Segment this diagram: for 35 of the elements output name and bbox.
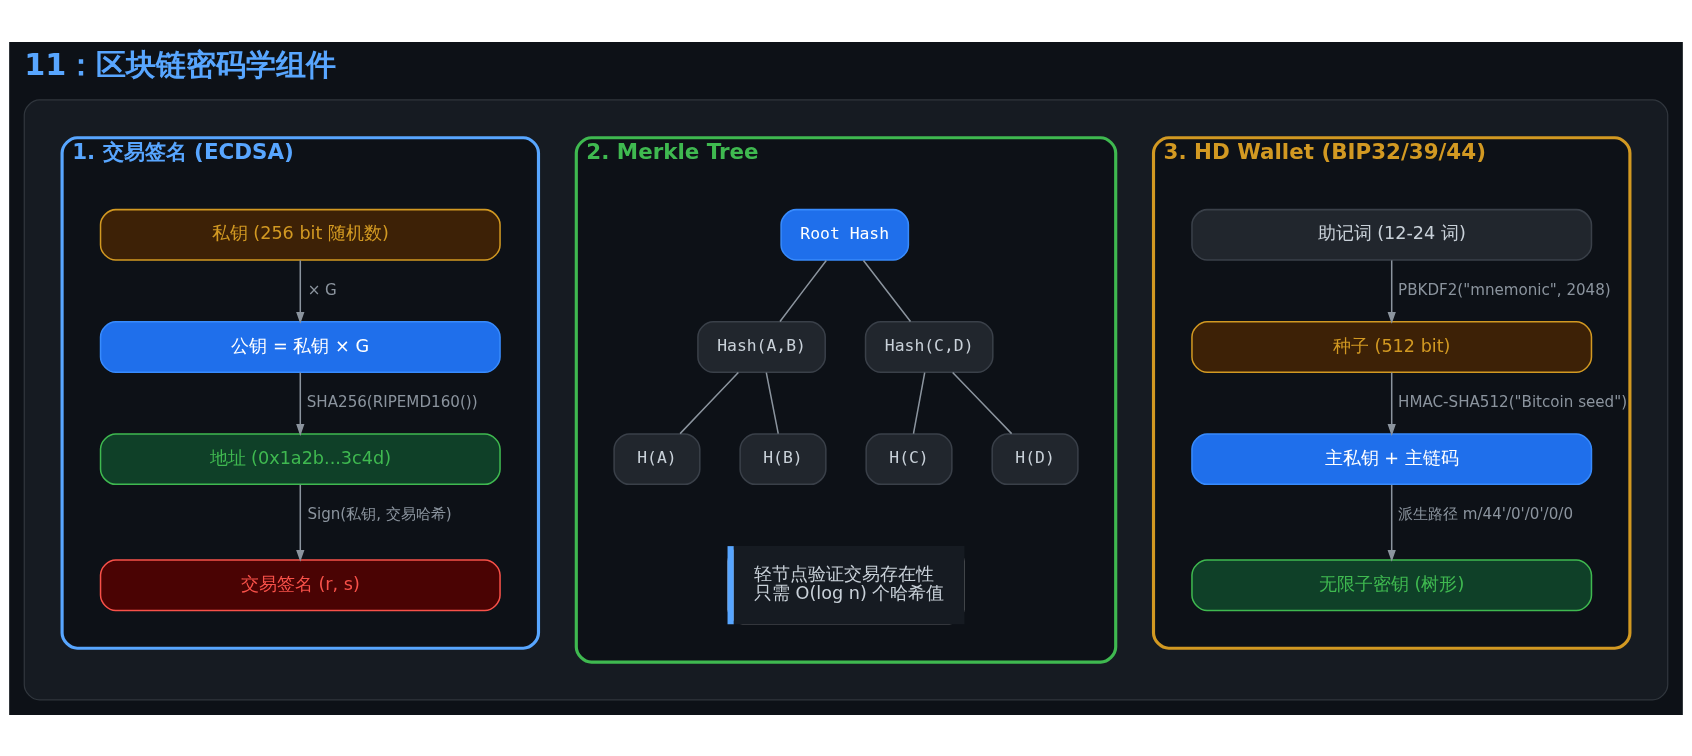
node-box: 主私钥 + 主链码 xyxy=(1191,432,1593,485)
cluster xyxy=(23,98,1669,700)
node-box: 交易签名 (r, s) xyxy=(99,558,501,611)
connector xyxy=(679,371,740,434)
node-box: 公钥 = 私钥 × G xyxy=(99,320,501,373)
node-box: 私钥 (256 bit 随机数) xyxy=(99,208,501,261)
diagram-title: 11：区块链密码学组件 xyxy=(24,46,337,82)
node-box: Root Hash xyxy=(780,208,910,261)
connector xyxy=(765,371,779,434)
arrow xyxy=(1387,483,1396,562)
arrow xyxy=(1387,371,1396,436)
node-box: 助记词 (12-24 词) xyxy=(1191,208,1593,261)
edge-label: × G xyxy=(307,280,337,299)
node-box: Hash(C,D) xyxy=(864,320,994,373)
node-box: H(A) xyxy=(613,432,701,485)
arrow xyxy=(296,259,305,324)
edge-label: HMAC-SHA512("Bitcoin seed") xyxy=(1398,392,1628,411)
arrow xyxy=(296,371,305,436)
edge-label: PBKDF2("mnemonic", 2048) xyxy=(1398,280,1611,299)
node-box: 无限子密钥 (树形) xyxy=(1191,558,1593,611)
edge-label: SHA256(RIPEMD160()) xyxy=(306,392,478,411)
arrow xyxy=(1387,259,1396,324)
node-box: H(C) xyxy=(865,432,953,485)
connector xyxy=(779,259,828,322)
edge-label: Sign(私钥, 交易哈希) xyxy=(307,504,452,523)
connector xyxy=(951,371,1013,434)
connector xyxy=(912,371,926,434)
node-box: H(B) xyxy=(739,432,827,485)
node-box: 种子 (512 bit) xyxy=(1191,320,1593,373)
node-box: H(D) xyxy=(991,432,1079,485)
connector xyxy=(862,259,912,322)
edge-label: 派生路径 m/44'/0'/0'/0/0 xyxy=(1397,504,1574,523)
node-box: Hash(A,B) xyxy=(697,320,826,373)
node-box: 地址 (0x1a2b...3c4d) xyxy=(99,432,501,485)
arrow xyxy=(296,483,305,562)
